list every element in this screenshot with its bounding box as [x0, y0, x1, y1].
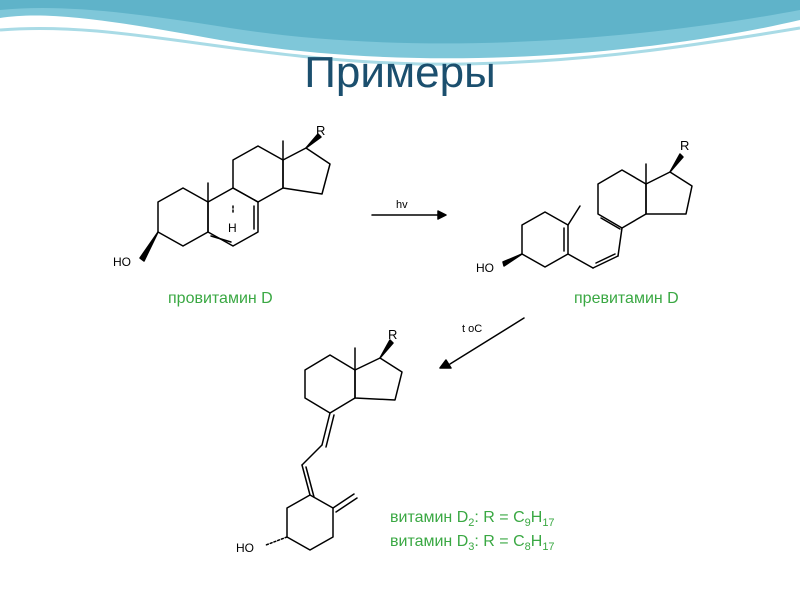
- formula-d2-h: H: [530, 509, 543, 526]
- arrow-hv-label: hv: [396, 199, 408, 211]
- previtamin-structure: [502, 153, 693, 269]
- arrow-heat: [439, 317, 525, 369]
- previtamin-ring-a: [521, 211, 569, 268]
- previtamin-caption: превитамин D: [574, 290, 679, 307]
- formula-d2-eq: : R = C: [474, 509, 525, 526]
- vitamin-structure: [265, 339, 403, 551]
- slide-title: Примеры: [304, 48, 496, 97]
- vitamin-ring-c: [304, 354, 356, 414]
- previtamin-ho-label: HO: [476, 261, 494, 275]
- provitamin-ho-label: HO: [113, 255, 131, 269]
- provitamin-r-label: R: [316, 123, 325, 138]
- formula-d2-sub-c: 9: [524, 517, 531, 530]
- formula-d3-eq: : R = C: [474, 533, 525, 550]
- formula-d3-sub-h: 17: [542, 541, 555, 554]
- formula-d2-sub-h: 17: [542, 517, 555, 530]
- formula-d3-h: H: [530, 533, 543, 550]
- provitamin-ring-d: [282, 147, 331, 195]
- vitamin-ring-d: [354, 357, 403, 401]
- vitamin-ho-label: HO: [236, 541, 254, 555]
- previtamin-ring-c: [597, 169, 647, 229]
- previtamin-r-label: R: [680, 138, 689, 153]
- formula-d2-sub-d: 2: [468, 517, 475, 530]
- formula-d3-name: витамин D: [390, 533, 469, 550]
- provitamin-structure: [139, 133, 331, 262]
- arrow-heat-label: t oC: [462, 323, 482, 335]
- provitamin-ring-c: [232, 145, 284, 203]
- formula-d3-sub-d: 3: [468, 541, 475, 554]
- provitamin-caption: провитамин D: [168, 290, 273, 307]
- provitamin-h-label: H: [228, 221, 237, 235]
- previtamin-ring-d: [645, 171, 693, 215]
- arrow-hv: [371, 210, 447, 220]
- formula-d3-sub-c: 8: [524, 541, 531, 554]
- vitamin-ring-a: [286, 494, 334, 551]
- header-wave-decoration: [0, 0, 800, 66]
- provitamin-ring-a: [157, 187, 209, 247]
- formula-d3: витамин D3: R = C8H17: [390, 530, 555, 559]
- vitamin-r-label: R: [388, 327, 397, 342]
- formula-d2-name: витамин D: [390, 509, 469, 526]
- formula-d2: витамин D2: R = C9H17: [390, 506, 555, 535]
